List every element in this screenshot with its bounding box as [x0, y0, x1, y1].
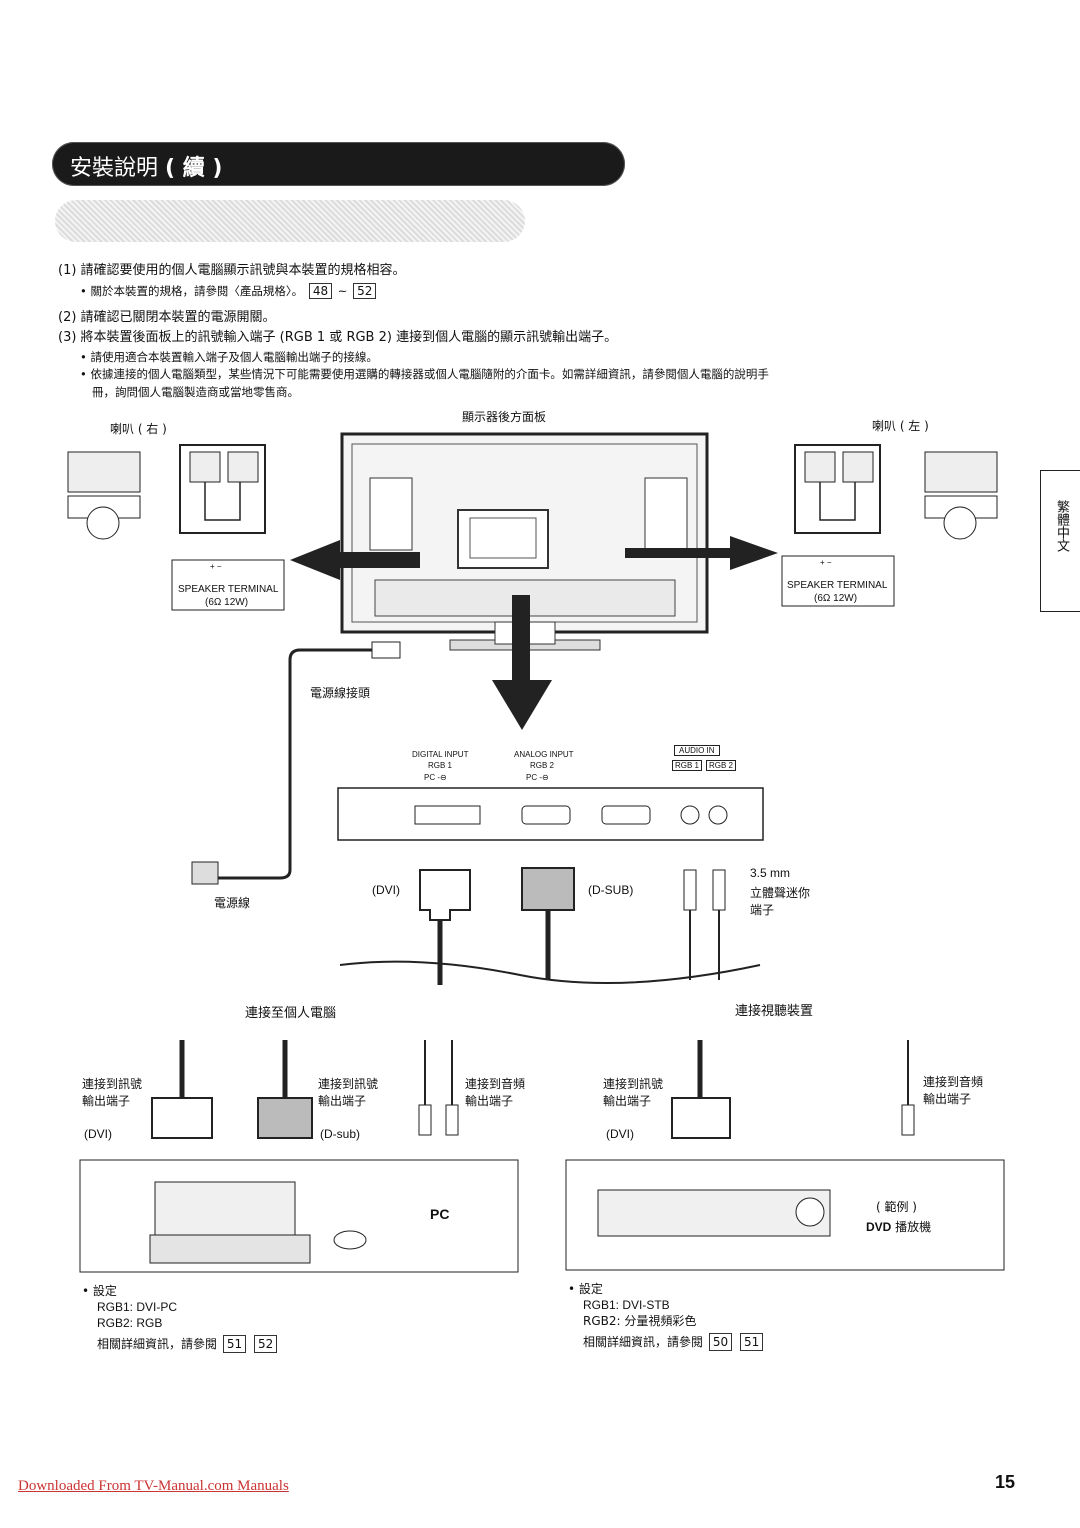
- settings-right-ref-text: 相關詳細資訊，請參閱: [583, 1335, 704, 1349]
- pc-dvi-out-label: 連接到訊號輸出端子: [82, 1077, 143, 1108]
- speaker-spec-right: (6Ω 12W): [205, 597, 249, 608]
- pc-label: PC: [430, 1206, 450, 1222]
- pc-dvi-tag: (DVI): [84, 1127, 112, 1141]
- pc-dsub-out-label: 連接到訊號輸出端子: [318, 1077, 379, 1108]
- av-audio-out-label: 連接到音頻輸出端子: [923, 1075, 984, 1106]
- settings-left-line1: RGB1: DVI-PC: [97, 1300, 178, 1314]
- page-ref[interactable]: 51: [739, 1333, 764, 1351]
- analog-input-label: ANALOG INPUT: [514, 750, 574, 759]
- page-number: 15: [995, 1472, 1016, 1492]
- speaker-left-graphic: [794, 444, 998, 540]
- speaker-right-label: 喇叭 ( 右 ): [110, 422, 167, 436]
- section-title: 安裝說明 ( 續 ): [70, 150, 222, 182]
- to-pc-label: 連接至個人電腦: [245, 1006, 337, 1021]
- settings-left: • 設定 RGB1: DVI-PC RGB2: RGB 相關詳細資訊，請參閱 5…: [82, 1283, 279, 1353]
- settings-right: • 設定 RGB1: DVI-STB RGB2: 分量視頻彩色 相關詳細資訊，請…: [568, 1281, 765, 1351]
- power-plug: [191, 861, 219, 885]
- dsub-port-2: [601, 805, 651, 825]
- settings-left-line2: RGB2: RGB: [97, 1316, 163, 1330]
- settings-left-title: • 設定: [82, 1284, 117, 1298]
- dsub-port-1: [521, 805, 571, 825]
- power-cord-label: 電源線: [214, 896, 251, 910]
- settings-right-line1: RGB1: DVI-STB: [583, 1298, 670, 1312]
- speaker-terminal-right: SPEAKER TERMINAL: [178, 584, 279, 595]
- ref-separator: ~: [337, 284, 348, 298]
- language-tab-label: 繁體中文: [1054, 500, 1069, 552]
- mm-label: 3.5 mm: [750, 866, 791, 880]
- dvd-label: DVD 播放機: [866, 1218, 931, 1235]
- speaker-terminal-left-box: [781, 555, 895, 607]
- page-ref[interactable]: 51: [222, 1335, 247, 1353]
- speaker-terminal-right-box: [171, 559, 285, 611]
- arrow-down: [492, 595, 552, 730]
- rgb1-label: RGB 1: [428, 761, 453, 770]
- wave-divider: [339, 960, 761, 984]
- pc1-label: PC -⊖: [424, 773, 447, 782]
- audio-jack-1: [680, 805, 700, 825]
- audio-in-label: AUDIO IN: [674, 745, 720, 756]
- section-title-text: 安裝說明: [70, 156, 159, 181]
- step-1-bullet-text: • 關於本裝置的規格，請參閱〈產品規格〉。: [80, 284, 304, 298]
- dvd-bold: DVD: [866, 1220, 892, 1234]
- step-3-bullet-1: • 請使用適合本裝置輸入端子及個人電腦輸出端子的接線。: [80, 350, 378, 364]
- section-title-suffix: ( 續 ): [165, 156, 223, 181]
- power-cord-line: [210, 648, 400, 880]
- to-av-label: 連接視聽裝置: [735, 1004, 814, 1019]
- connection-diagram: [67, 432, 1005, 1273]
- speaker-terminal-left: SPEAKER TERMINAL: [787, 580, 888, 591]
- mouse-illustration: [333, 1230, 367, 1250]
- step-3-bullet-2: • 依據連接的個人電腦類型，某些情況下可能需要使用選購的轉接器或個人電腦隨附的介…: [80, 367, 769, 381]
- page-ref[interactable]: 50: [708, 1333, 733, 1351]
- subheading-bar: [55, 200, 525, 242]
- example-label: ( 範例 ): [876, 1200, 917, 1214]
- dsub-label: (D-SUB): [588, 883, 634, 897]
- pc-audio-out-label: 連接到音頻輸出端子: [465, 1077, 526, 1108]
- mini-jack-plug-1: [683, 869, 697, 911]
- step-1-bullet: • 關於本裝置的規格，請參閱〈產品規格〉。 48 ~ 52: [80, 283, 378, 299]
- av-dvi-out-label: 連接到訊號輸出端子: [603, 1077, 664, 1108]
- page-ref[interactable]: 52: [353, 283, 377, 299]
- speaker-left-label: 喇叭 ( 左 ): [872, 419, 929, 433]
- display-rear-panel: [340, 432, 709, 651]
- mini-jack-plug-2: [712, 869, 726, 911]
- audio-rgb2-label: RGB 2: [706, 760, 737, 771]
- dvi-port: [414, 805, 481, 825]
- step-2: (2) 請確認已關閉本裝置的電源開關。: [58, 310, 276, 325]
- settings-right-line2: RGB2: 分量視頻彩色: [583, 1314, 697, 1328]
- power-connector-plug: [371, 641, 401, 659]
- keyboard-illustration: [149, 1234, 311, 1264]
- pc2-label: PC -⊖: [526, 773, 549, 782]
- dvd-illustration: [597, 1189, 831, 1237]
- download-source-link[interactable]: Downloaded From TV-Manual.com Manuals: [18, 1478, 289, 1494]
- language-tab: [1040, 470, 1080, 612]
- step-1: (1) 請確認要使用的個人電腦顯示訊號與本裝置的規格相容。: [58, 263, 406, 278]
- arrow-left: [290, 540, 420, 580]
- dvi-connector: [419, 869, 471, 921]
- speaker-right-graphic: [67, 444, 266, 540]
- power-connector-label: 電源線接頭: [310, 686, 371, 700]
- settings-left-ref-text: 相關詳細資訊，請參閱: [97, 1337, 218, 1351]
- section-banner: [52, 142, 625, 186]
- dvd-player-text: 播放機: [895, 1220, 932, 1234]
- settings-right-title: • 設定: [568, 1282, 603, 1296]
- arrow-right: [625, 536, 778, 570]
- mini-jack-label: 立體聲迷你端子: [750, 886, 811, 917]
- dvi-label: (DVI): [372, 883, 400, 897]
- pc-dsub-tag: (D-sub): [320, 1127, 361, 1141]
- rear-panel-label: 顯示器後方面板: [462, 410, 547, 424]
- pc-illustration: [154, 1181, 296, 1243]
- av-dvi-tag: (DVI): [606, 1127, 634, 1141]
- step-3-bullet-2-cont: 冊，詢問個人電腦製造商或當地零售商。: [92, 385, 299, 399]
- speaker-polarity-right: + −: [210, 562, 222, 571]
- audio-rgb1-label: RGB 1: [672, 760, 703, 771]
- speaker-polarity-left: + −: [820, 558, 832, 567]
- audio-jack-2: [708, 805, 728, 825]
- speaker-spec-left: (6Ω 12W): [814, 593, 858, 604]
- page-ref[interactable]: 52: [253, 1335, 278, 1353]
- step-3: (3) 將本裝置後面板上的訊號輸入端子 (RGB 1 或 RGB 2) 連接到個…: [58, 330, 618, 345]
- page-ref[interactable]: 48: [308, 283, 333, 299]
- digital-input-label: DIGITAL INPUT: [412, 750, 469, 759]
- dsub-connector: [521, 867, 575, 911]
- rgb2-label: RGB 2: [530, 761, 555, 770]
